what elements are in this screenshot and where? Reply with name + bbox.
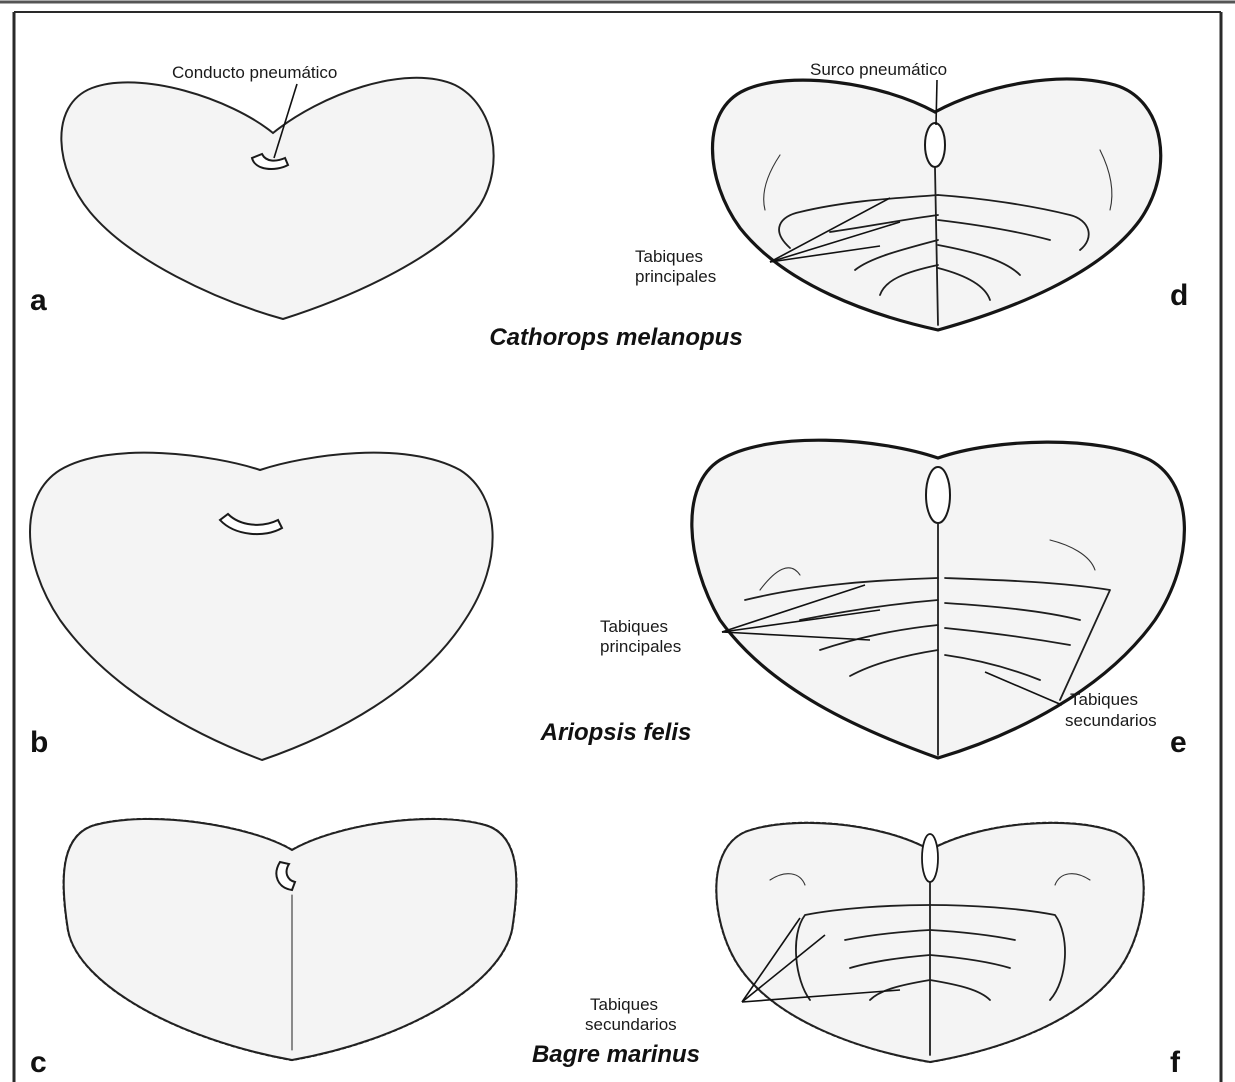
letter-b: b	[30, 726, 48, 759]
pneumatic-groove-e	[926, 467, 950, 523]
panel-d: Surco pneumático Tabiques principales d	[635, 60, 1188, 330]
panel-e: Tabiques principales Tabiques secundario…	[600, 440, 1187, 759]
letter-d: d	[1170, 279, 1188, 312]
panel-a: Conducto pneumático a	[30, 63, 494, 319]
label-sec-f-2: secundarios	[585, 1015, 677, 1034]
label-sec-e-2: secundarios	[1065, 711, 1157, 730]
label-main-e-2: principales	[600, 637, 681, 656]
label-sec-e-1: Tabiques	[1070, 690, 1138, 709]
panel-b: b	[30, 453, 493, 760]
label-septa-d-1: Tabiques	[635, 247, 703, 266]
letter-a: a	[30, 284, 47, 317]
bladder-outline-b	[30, 453, 493, 760]
label-septa-d-2: principales	[635, 267, 716, 286]
label-conducto: Conducto pneumático	[172, 63, 337, 82]
bladder-outline-a	[61, 78, 493, 319]
letter-c: c	[30, 1046, 47, 1079]
letter-e: e	[1170, 726, 1187, 759]
label-sec-f-1: Tabiques	[590, 995, 658, 1014]
species-row1: Cathorops melanopus	[489, 324, 742, 351]
label-surco: Surco pneumático	[810, 60, 947, 79]
label-main-e-1: Tabiques	[600, 617, 668, 636]
species-row2: Ariopsis felis	[540, 719, 692, 746]
pneumatic-groove-f	[922, 834, 938, 882]
letter-f: f	[1170, 1046, 1181, 1079]
pneumatic-groove-d	[925, 123, 945, 167]
species-row3: Bagre marinus	[532, 1041, 700, 1068]
panel-c: c	[30, 819, 516, 1079]
